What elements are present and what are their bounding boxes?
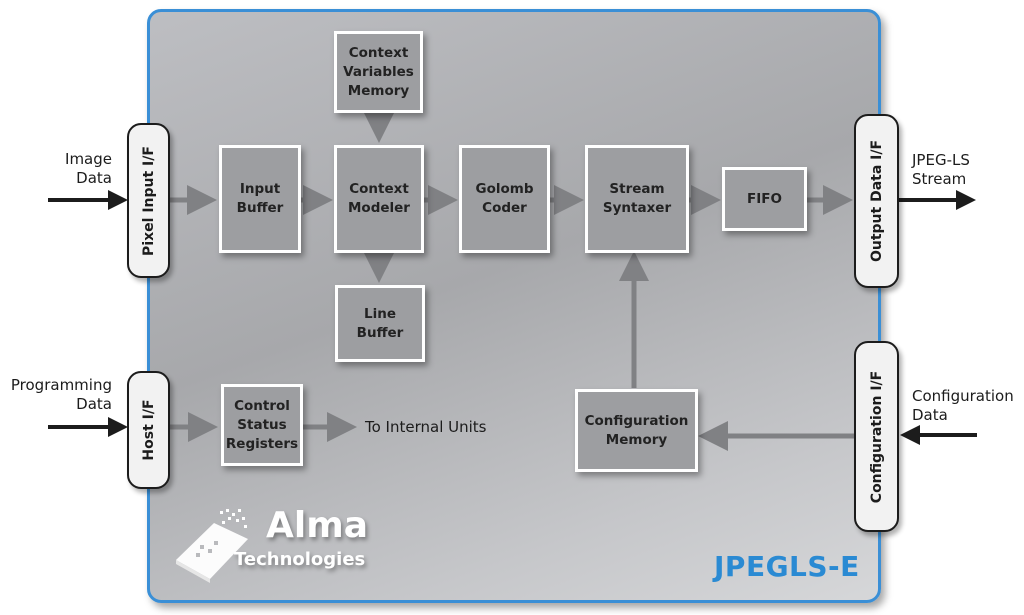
input-buffer-block: Input Buffer: [219, 145, 301, 253]
core-title: JPEGLS-E: [714, 550, 860, 583]
configuration-interface-label: Configuration I/F: [868, 370, 885, 503]
image-data-label: Image Data: [65, 150, 112, 187]
line-buffer-block: Line Buffer: [335, 285, 425, 362]
output-data-interface: Output Data I/F: [854, 114, 899, 288]
jpeg-ls-stream-label: JPEG-LS Stream: [912, 151, 970, 188]
control-status-registers-block: Control Status Registers: [221, 384, 303, 466]
programming-data-label: Programming Data: [10, 376, 112, 413]
pixel-input-interface: Pixel Input I/F: [127, 123, 170, 278]
configuration-memory-block: Configuration Memory: [575, 389, 698, 472]
golomb-coder-block: Golomb Coder: [459, 145, 550, 253]
chip-logo-icon: [176, 509, 248, 583]
logo-technologies-text: Technologies: [234, 549, 366, 570]
host-interface-label: Host I/F: [140, 399, 157, 461]
alma-technologies-logo: Alma Technologies: [170, 505, 368, 585]
host-interface: Host I/F: [127, 371, 170, 489]
context-modeler-block: Context Modeler: [334, 145, 424, 253]
ip-core-frame: [147, 9, 881, 603]
configuration-interface: Configuration I/F: [854, 341, 899, 532]
configuration-data-label: Configuration Data: [912, 387, 1014, 424]
logo-alma-text: Alma: [266, 505, 369, 546]
context-variables-memory-block: Context Variables Memory: [334, 31, 423, 113]
pixel-input-interface-label: Pixel Input I/F: [140, 145, 157, 256]
fifo-block: FIFO: [722, 167, 807, 231]
stream-syntaxer-block: Stream Syntaxer: [585, 145, 689, 253]
output-data-interface-label: Output Data I/F: [868, 139, 885, 263]
to-internal-units-label: To Internal Units: [365, 418, 487, 436]
